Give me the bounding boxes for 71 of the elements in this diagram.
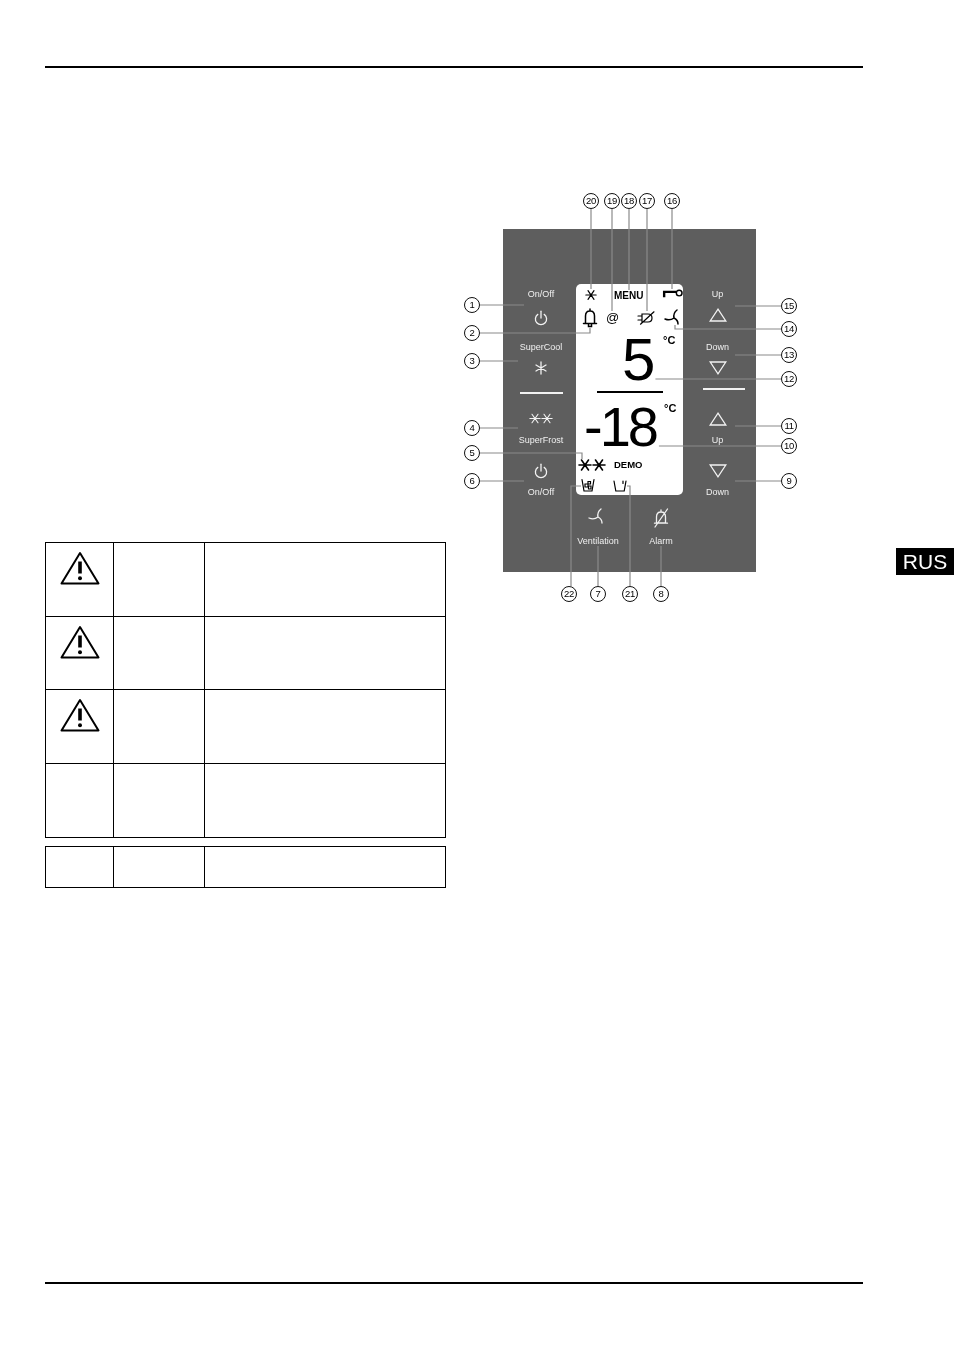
- cup-icon: [613, 480, 627, 492]
- leader-line: [628, 208, 630, 291]
- callout-number: 12: [781, 371, 797, 387]
- menu-label: MENU: [614, 290, 644, 301]
- leader-line: [654, 378, 782, 380]
- callout-number: 8: [653, 586, 669, 602]
- control-label: Up: [711, 289, 724, 299]
- demo-label: DEMO: [614, 460, 643, 470]
- leader-line: [479, 427, 519, 429]
- callout-number: 17: [639, 193, 655, 209]
- leader-line: [660, 545, 662, 587]
- leader-line: [570, 485, 582, 587]
- callout-number: 4: [464, 420, 480, 436]
- at-symbol: @: [606, 311, 620, 325]
- callout-number: 5: [464, 445, 480, 461]
- leader-line: [658, 445, 782, 447]
- callout-number: 10: [781, 438, 797, 454]
- cup-with-cubes-icon: [581, 478, 595, 492]
- callout-number: 19: [604, 193, 620, 209]
- control-label: On/Off: [527, 487, 555, 497]
- unit-label: °C: [664, 403, 677, 414]
- leader-line: [597, 545, 599, 587]
- leader-line: [479, 452, 583, 460]
- leader-line: [479, 327, 591, 334]
- callout-number: 11: [781, 418, 797, 434]
- temperature-readout: -18: [584, 406, 659, 447]
- leader-line: [734, 305, 782, 307]
- control-label: SuperCool: [519, 342, 563, 352]
- callout-number: 21: [622, 586, 638, 602]
- control-label: On/Off: [527, 289, 555, 299]
- leader-line: [646, 208, 648, 312]
- callout-number: 3: [464, 353, 480, 369]
- leader-line: [734, 480, 782, 482]
- language-tab: RUS: [896, 548, 954, 575]
- double-snowflake-icon: [578, 459, 606, 471]
- callout-number: 1: [464, 297, 480, 313]
- leader-line: [590, 208, 592, 290]
- leader-line: [674, 324, 782, 330]
- leader-line: [734, 425, 782, 427]
- control-label: Down: [706, 487, 729, 497]
- callout-number: 9: [781, 473, 797, 489]
- control-label: Down: [706, 342, 729, 352]
- callout-number: 20: [583, 193, 599, 209]
- callout-number: 6: [464, 473, 480, 489]
- callout-number: 13: [781, 347, 797, 363]
- leader-line: [626, 485, 631, 587]
- crossed-plug-icon: [637, 311, 657, 325]
- callout-number: 2: [464, 325, 480, 341]
- leader-line: [734, 354, 782, 356]
- leader-line: [479, 480, 525, 482]
- control-label: Alarm: [649, 536, 673, 546]
- callout-number: 22: [561, 586, 577, 602]
- callout-number: 16: [664, 193, 680, 209]
- control-label: Up: [711, 435, 724, 445]
- callout-number: 7: [590, 586, 606, 602]
- control-label: SuperFrost: [518, 435, 564, 445]
- leader-line: [479, 360, 519, 362]
- leader-line: [479, 304, 525, 306]
- leader-line: [671, 208, 673, 290]
- temperature-readout: 5: [622, 338, 656, 382]
- leader-line: [611, 208, 613, 312]
- key-icon: [662, 289, 683, 299]
- bell-icon: [582, 308, 598, 328]
- callout-number: 18: [621, 193, 637, 209]
- control-label: Ventilation: [577, 536, 619, 546]
- display-screen: [576, 284, 683, 495]
- callout-number: 14: [781, 321, 797, 337]
- control-panel: [503, 229, 756, 572]
- unit-label: °C: [663, 335, 676, 346]
- snowflake-icon: [585, 289, 597, 301]
- callout-number: 15: [781, 298, 797, 314]
